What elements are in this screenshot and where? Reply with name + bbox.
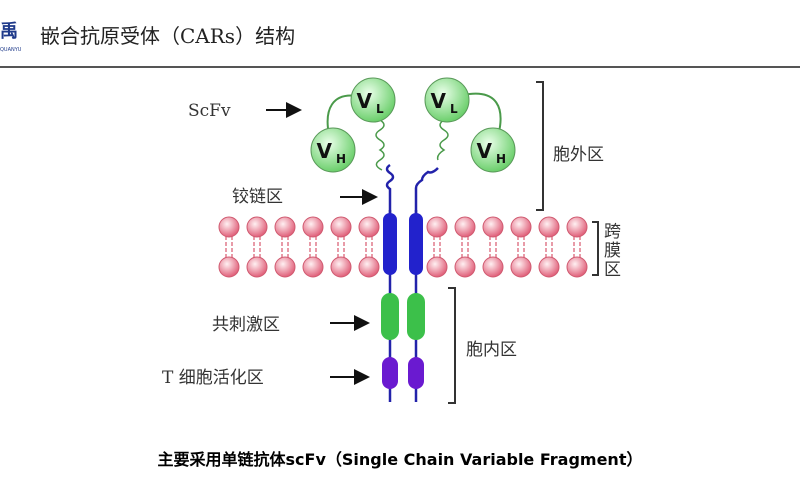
vh-subscript: H [336, 152, 346, 166]
costimulatory-domain [407, 293, 425, 340]
label-hinge: 铰链区 [232, 187, 283, 207]
lipid-head [538, 216, 560, 238]
lipid-head [218, 256, 240, 278]
label-transmembrane-1: 跨 [604, 222, 621, 242]
lipid-head [482, 216, 504, 238]
bracket-intracellular [448, 287, 456, 404]
lipid-head [246, 216, 268, 238]
costimulatory-domain [381, 293, 399, 340]
lipid-head [330, 216, 352, 238]
activation-domain [382, 357, 398, 389]
bracket-transmembrane [592, 221, 599, 276]
lipid-head [426, 256, 448, 278]
lipid-head [482, 256, 504, 278]
lipid-head [426, 216, 448, 238]
logo: 禹 [0, 21, 18, 42]
header-divider [0, 66, 800, 68]
label-transmembrane-3: 区 [604, 260, 621, 280]
lipid-head [330, 256, 352, 278]
lipid-head [566, 256, 588, 278]
lipid-head [218, 216, 240, 238]
caption: 主要采用单链抗体scFv（Single Chain Variable Fragm… [157, 450, 643, 469]
lipid-head [246, 256, 268, 278]
page-title: 嵌合抗原受体（CARs）结构 [40, 24, 296, 48]
lipid-head [454, 256, 476, 278]
lipid-head [358, 256, 380, 278]
lipid-head [302, 256, 324, 278]
vl-text: V [357, 89, 373, 113]
label-activation: T 细胞活化区 [162, 368, 264, 388]
vh-text: V [317, 139, 333, 163]
lipid-head [538, 256, 560, 278]
flex-linker-left [375, 119, 385, 171]
vl-subscript: L [376, 102, 384, 116]
label-scfv: ScFv [188, 101, 231, 121]
bracket-extracellular [536, 81, 544, 211]
vh-text: V [477, 139, 493, 163]
lipid-head [566, 216, 588, 238]
lipid-head [510, 256, 532, 278]
activation-domain [408, 357, 424, 389]
lipid-head [274, 256, 296, 278]
transmembrane-domain [383, 213, 397, 275]
flex-linker-right [436, 119, 449, 161]
lipid-head [454, 216, 476, 238]
vh-subscript: H [496, 152, 506, 166]
label-transmembrane-2: 膜 [604, 241, 621, 261]
label-intracellular: 胞内区 [466, 340, 517, 360]
lipid-head [274, 216, 296, 238]
label-extracellular: 胞外区 [553, 145, 604, 165]
lipid-bilayer [218, 216, 588, 278]
hinge-right [414, 167, 439, 213]
vl-text: V [431, 89, 447, 113]
lipid-head [510, 216, 532, 238]
logo-subtext: QUANYU [0, 47, 22, 53]
label-costimulatory: 共刺激区 [212, 315, 280, 335]
vl-subscript: L [450, 102, 458, 116]
lipid-head [302, 216, 324, 238]
lipid-head [358, 216, 380, 238]
transmembrane-domain [409, 213, 423, 275]
hinge-left [385, 163, 395, 213]
